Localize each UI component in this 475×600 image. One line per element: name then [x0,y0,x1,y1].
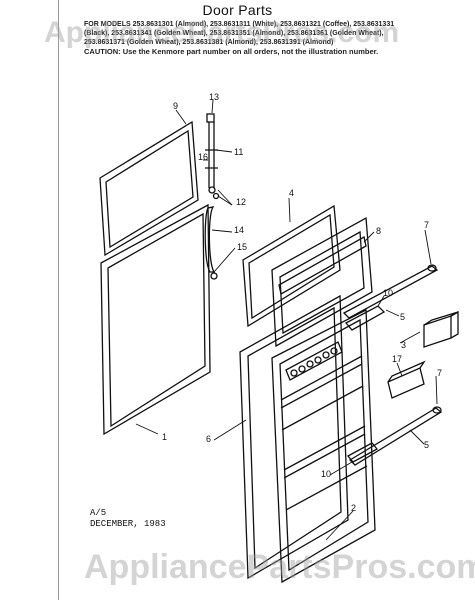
scan-edge-line [58,0,59,600]
upper-shelf-retainer [344,305,386,331]
callout-7-upper: 7 [424,220,429,230]
callout-1: 1 [162,432,167,442]
callout-17: 17 [392,354,402,364]
upper-door-rail [342,264,439,319]
callout-4: 4 [289,188,294,198]
lower-door-rail [348,406,443,466]
callout-2: 2 [351,503,356,513]
freezer-door-gasket [99,120,199,257]
footer-code: A/5 [90,508,107,518]
callout-9: 9 [173,101,178,111]
freezer-door-panel [271,216,373,348]
door-bin [387,360,426,399]
callout-3: 3 [401,340,406,350]
callout-13: 13 [209,92,219,102]
callout-6: 6 [206,434,211,444]
model-list-line-2: (Black), 253.8631341 (Golden Wheat), 253… [84,30,384,37]
model-list-line-1: FOR MODELS 253.8631301 (Almond), 253.863… [84,21,395,28]
callout-14: 14 [234,225,244,235]
callout-11: 11 [234,147,243,157]
leader-lines [135,99,438,541]
lower-handle [204,206,218,280]
callout-7-lower: 7 [437,368,442,378]
callout-5-upper: 5 [400,312,405,322]
callout-12a: 12 [236,197,246,207]
page-title: Door Parts [202,2,273,18]
fresh-food-door-liner [239,294,349,580]
fresh-food-door-gasket [100,203,211,436]
upper-hinge-assembly [205,113,220,200]
callout-numbers: 9 13 16 11 12 4 14 15 8 7 10 5 3 1 6 17 … [162,92,442,513]
callout-10-lower: 10 [321,469,331,479]
callout-10-upper: 10 [383,288,393,298]
caution-note: CAUTION: Use the Kenmore part number on … [84,47,379,56]
callout-8: 8 [376,226,381,236]
freezer-door-liner [242,204,341,328]
dairy-compartment-door [423,310,459,348]
fresh-food-door-panel [271,308,376,584]
lower-shelf-retainer [346,442,379,463]
callout-5-lower: 5 [424,440,429,450]
callout-16: 16 [198,152,208,162]
model-list-line-3: 253.8631371 (Golden Wheat), 253.8631381 … [84,39,334,46]
egg-tray [285,341,343,381]
callout-15: 15 [237,242,247,252]
footer-date: DECEMBER, 1983 [90,519,166,529]
